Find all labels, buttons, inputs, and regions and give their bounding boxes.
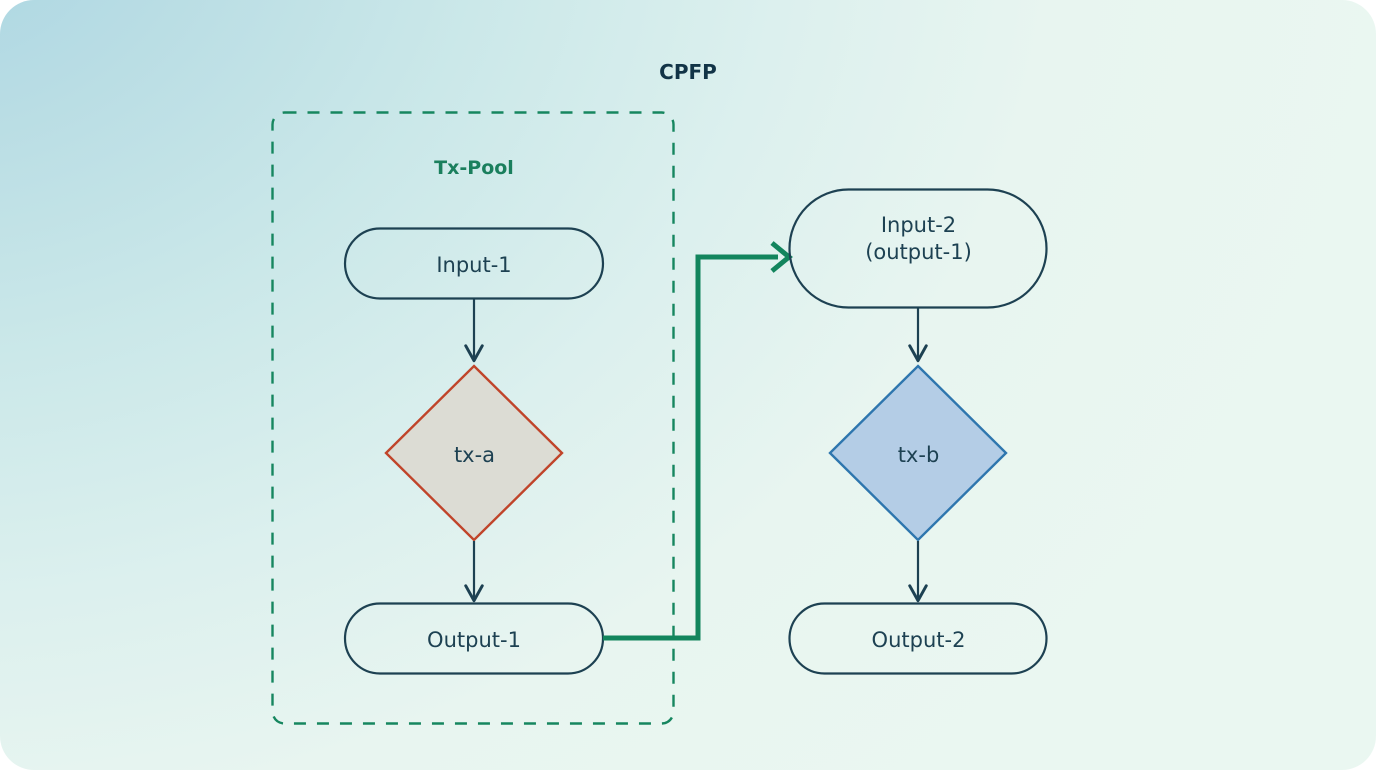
node-input-2[interactable]	[788, 188, 1048, 309]
node-input-1[interactable]	[343, 227, 605, 300]
tx-pool-group-box	[271, 111, 675, 725]
node-tx-a[interactable]	[384, 364, 564, 542]
node-output-1[interactable]	[343, 602, 605, 675]
edge-cpfp-link	[603, 254, 778, 641]
node-tx-b[interactable]	[828, 364, 1008, 542]
node-output-2[interactable]	[788, 602, 1048, 675]
